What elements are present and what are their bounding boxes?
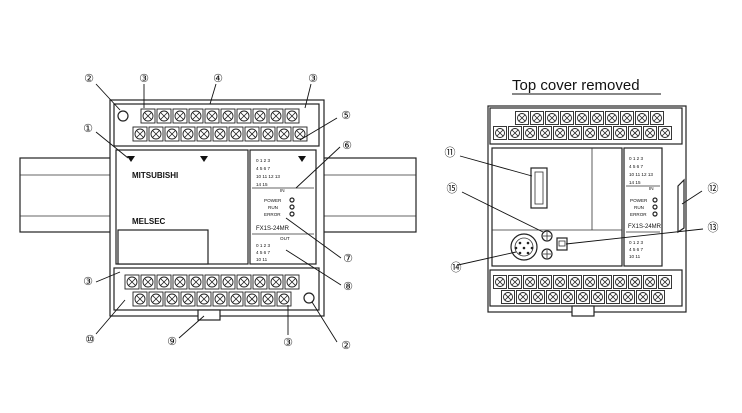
callout-3: ③	[83, 276, 93, 288]
port-pin	[530, 246, 534, 250]
right-plc-unit: Top cover removed 0 1 2 3 4 5 6 7 10 11	[487, 77, 687, 317]
callout-8: ⑧	[343, 281, 353, 293]
left-plc-unit: MITSUBISHI MELSEC 0 1 2 3 4 5 6 7 10 11 …	[19, 99, 417, 321]
expansion-port-cover	[677, 178, 685, 234]
io-out-row: 10 11	[629, 254, 641, 259]
led-power-label: POWER	[630, 198, 648, 203]
led-run-label: RUN	[268, 205, 278, 210]
din-clip	[571, 305, 595, 317]
memory-cassette-connector	[530, 167, 548, 209]
callout-10: ⑩	[85, 334, 95, 346]
led-run	[652, 204, 658, 210]
io-out-label: OUT	[280, 236, 290, 241]
led-run-label: RUN	[634, 205, 644, 210]
io-out-row: 4 5 6 7	[629, 247, 643, 252]
io-in-row: 0 1 2 3	[629, 156, 643, 161]
led-error	[652, 211, 658, 217]
leader-lines	[95, 83, 704, 343]
mounting-hole	[303, 292, 315, 304]
callout-2: ②	[84, 73, 94, 85]
callout-11: ⑪	[445, 146, 456, 159]
callout-2: ②	[341, 340, 351, 352]
top-terminal-screws	[493, 111, 672, 140]
port-pin	[526, 241, 530, 245]
callout-9: ⑨	[167, 336, 177, 348]
callout-15: ⑮	[447, 182, 458, 195]
callout-14: ⑭	[451, 261, 462, 274]
top-terminal-screws	[132, 108, 308, 142]
io-in-row: 4 5 6 7	[629, 164, 643, 169]
model-label: FX1S-24MR	[628, 224, 662, 230]
io-out-row: 10 11	[256, 257, 268, 262]
io-in-row: 4 5 6 7	[256, 166, 270, 171]
bottom-terminal-screws	[124, 274, 300, 307]
led-run	[289, 204, 295, 210]
din-clip	[197, 309, 221, 321]
io-out-row: 0 1 2 3	[256, 243, 270, 248]
series-label: MELSEC	[132, 217, 166, 226]
arrow-marker	[298, 156, 306, 162]
io-in-row: 10 11 12 13	[629, 172, 653, 177]
port-pin	[526, 251, 530, 255]
io-in-label: IN	[280, 188, 285, 193]
port-pins	[514, 241, 534, 255]
port-pin	[518, 251, 522, 255]
callout-3: ③	[139, 73, 149, 85]
heading-top-cover-removed: Top cover removed	[512, 77, 640, 94]
callout-13: ⑬	[708, 221, 719, 234]
model-label: FX1S-24MR	[256, 226, 290, 232]
port-pin	[522, 246, 526, 250]
io-in-row: 14 15	[629, 180, 641, 185]
io-in-row: 10 11 12 13	[256, 174, 280, 179]
io-panel	[249, 149, 317, 265]
led-power-label: POWER	[264, 198, 282, 203]
mounting-hole	[117, 110, 129, 122]
io-out-row: 4 5 6 7	[256, 250, 270, 255]
callout-6: ⑥	[342, 140, 352, 152]
led-power	[289, 197, 295, 203]
callout-labels: ② ③ ④ ③ ① ⑤ ⑥ ⑦ ⑧ ③ ⑩ ⑨ ③ ② ⑪ ⑮ ⑫ ⑬ ⑭	[83, 73, 718, 352]
led-error	[289, 211, 295, 217]
io-in-row: 14 15	[256, 182, 268, 187]
callout-4: ④	[213, 73, 223, 85]
led-power	[652, 197, 658, 203]
callout-1: ①	[83, 123, 93, 135]
expansion-cover	[117, 229, 209, 265]
io-in-row: 0 1 2 3	[256, 158, 270, 163]
led-error-label: ERROR	[630, 212, 647, 217]
port-pin	[518, 241, 522, 245]
led-error-label: ERROR	[264, 212, 281, 217]
arrow-marker	[200, 156, 208, 162]
run-stop-switch	[556, 237, 568, 251]
arrow-marker	[127, 156, 135, 162]
callout-12: ⑫	[708, 182, 719, 195]
callout-3: ③	[283, 337, 293, 349]
callout-5: ⑤	[341, 110, 351, 122]
bottom-terminal-screws	[493, 275, 672, 304]
callout-3: ③	[308, 73, 318, 85]
port-pin	[514, 246, 518, 250]
brand-logo: MITSUBISHI	[132, 171, 178, 180]
din-rail	[19, 157, 417, 233]
io-out-row: 0 1 2 3	[629, 240, 643, 245]
io-in-label: IN	[649, 186, 654, 191]
callout-7: ⑦	[343, 253, 353, 265]
